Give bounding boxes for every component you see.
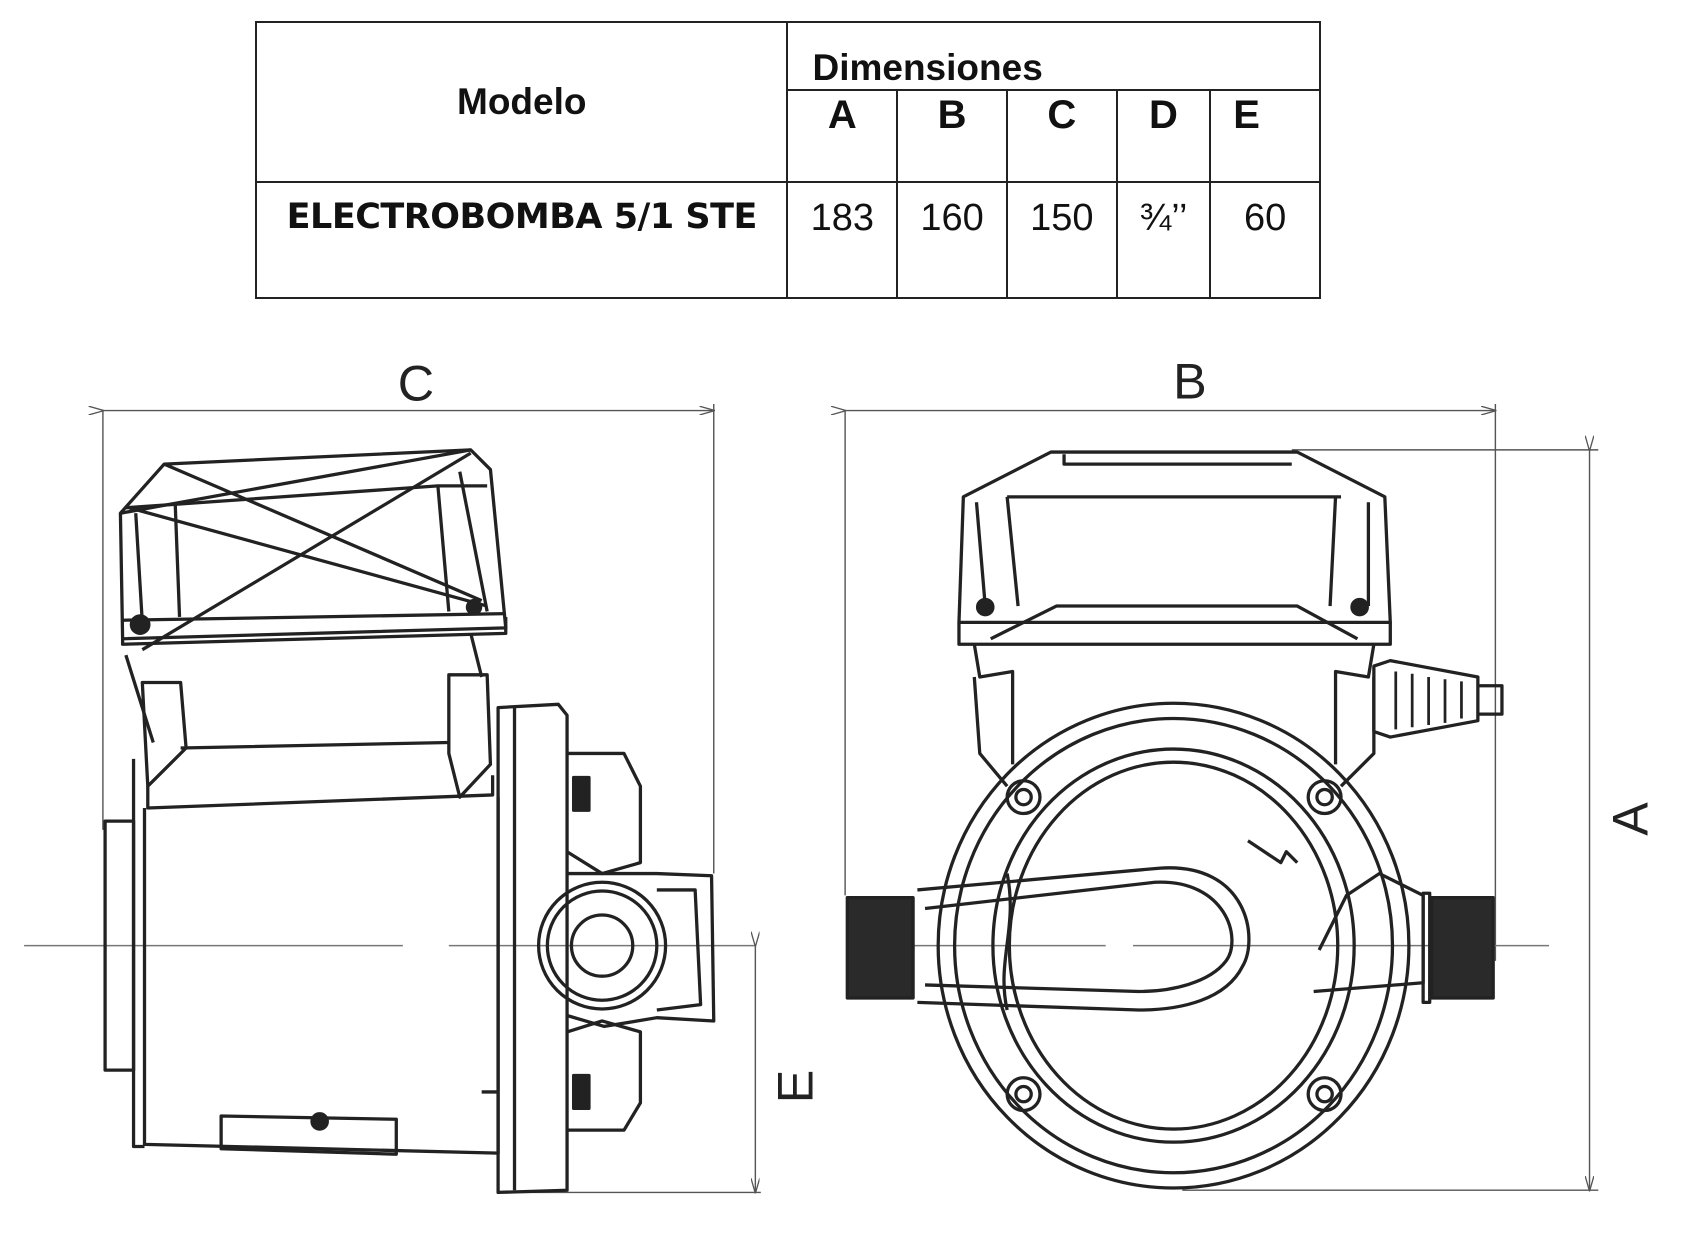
- dimension-c-label: C: [398, 355, 434, 412]
- dimension-c: [103, 404, 714, 874]
- dimension-b-label: B: [1173, 353, 1207, 410]
- dimension-e: [514, 946, 761, 1193]
- value-e: 60: [1209, 181, 1321, 299]
- dimension-a-label: A: [1601, 802, 1658, 836]
- table-row: ELECTROBOMBA 5/1 STE 183 160 150 ¾’’ 60: [254, 181, 1321, 299]
- model-header: Modelo: [254, 21, 789, 183]
- column-header-d: D: [1115, 89, 1212, 183]
- dimension-e-label: E: [766, 1070, 823, 1104]
- dimensions-header: Dimensiones: [786, 21, 1321, 91]
- column-header-e: E: [1209, 89, 1321, 183]
- dimensions-table: Modelo Dimensiones A B C D E ELECTROBOMB…: [254, 21, 1321, 299]
- dimension-a: [1182, 450, 1599, 1190]
- side-view: C E: [24, 355, 823, 1195]
- column-header-a: A: [786, 89, 899, 183]
- front-view: B A: [845, 353, 1659, 1191]
- value-b: 160: [896, 181, 1008, 299]
- model-cell: ELECTROBOMBA 5/1 STE: [254, 181, 789, 299]
- column-header-c: C: [1005, 89, 1118, 183]
- bolts: [1005, 779, 1343, 1113]
- dimension-b: [845, 404, 1495, 961]
- value-a: 183: [786, 181, 899, 299]
- column-header-b: B: [896, 89, 1008, 183]
- value-c: 150: [1005, 181, 1118, 299]
- value-d: ¾’’: [1115, 181, 1212, 299]
